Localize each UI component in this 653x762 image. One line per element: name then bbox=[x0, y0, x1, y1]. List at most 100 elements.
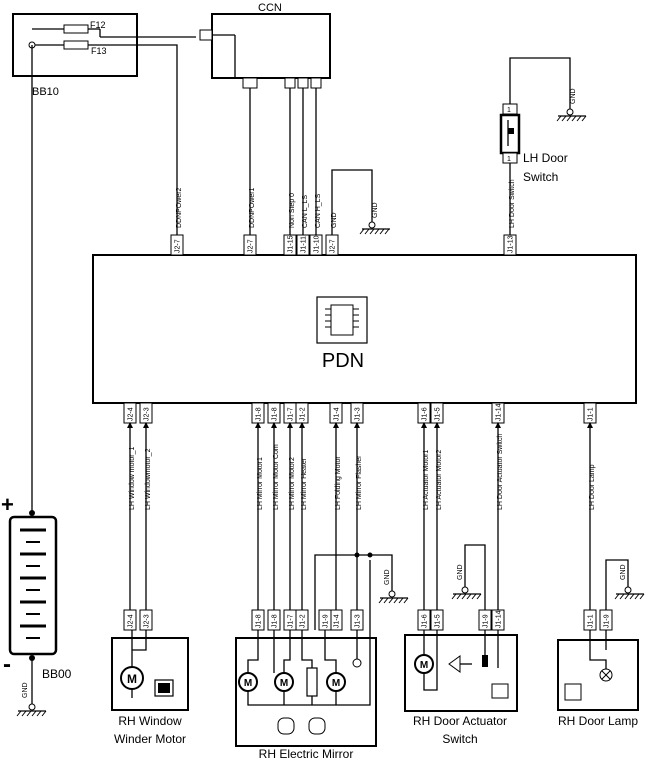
component-pin: J2-3 bbox=[139, 609, 153, 631]
svg-text:GND: GND bbox=[620, 564, 627, 580]
svg-text:GND: GND bbox=[384, 569, 391, 585]
rh-window-winder-motor: M RH Window Winder Motor bbox=[111, 630, 189, 746]
pdn-bottom-pin: J2-3 bbox=[139, 402, 153, 424]
svg-text:J1-3: J1-3 bbox=[355, 614, 362, 628]
svg-text:J1-5: J1-5 bbox=[435, 614, 442, 628]
svg-text:J2-7: J2-7 bbox=[248, 239, 255, 253]
svg-text:J1-5: J1-5 bbox=[435, 407, 442, 421]
component-pin: J1-2 bbox=[295, 609, 309, 631]
bottom-wire-label: LH Actuator Motor1 bbox=[423, 450, 430, 510]
bottom-wire-label: LH Actuator Motor2 bbox=[436, 450, 443, 510]
rh-actuator-label-2: Switch bbox=[442, 732, 477, 746]
pdn-bottom-connectors: J2-4 LH Window motor_1 J2-3 LH Windowmotor_… bbox=[123, 402, 597, 610]
svg-text:J1-10: J1-10 bbox=[314, 235, 321, 253]
svg-text:J2-4: J2-4 bbox=[128, 614, 135, 628]
component-pin: J1-5 bbox=[430, 609, 444, 631]
top-wire-label: CAN H_LS bbox=[315, 193, 322, 228]
pdn-top-pin: J2-7 bbox=[325, 234, 339, 256]
pdn-top-pin: J2-7 bbox=[170, 234, 184, 256]
component-pin: J1-8 bbox=[267, 609, 281, 631]
svg-text:GND: GND bbox=[457, 564, 464, 580]
pdn-top-pin: J1-15 bbox=[283, 234, 297, 256]
svg-text:J1-14: J1-14 bbox=[496, 610, 503, 628]
svg-text:GND: GND bbox=[570, 88, 577, 104]
pdn-module: PDN bbox=[92, 254, 637, 404]
pdn-top-pin: J1-11 bbox=[296, 234, 310, 256]
svg-text:J1-8: J1-8 bbox=[256, 407, 263, 421]
pdn-bottom-pin: J1-5 bbox=[430, 402, 444, 424]
svg-text:J2-7: J2-7 bbox=[175, 239, 182, 253]
fuse-f13 bbox=[63, 40, 89, 50]
pdn-bottom-pin: J1-6 bbox=[417, 402, 431, 424]
car-door-icon bbox=[491, 683, 509, 699]
svg-text:GND: GND bbox=[372, 202, 379, 218]
svg-text:J2-4: J2-4 bbox=[128, 407, 135, 421]
battery-plus: + bbox=[1, 492, 14, 517]
rh-door-lamp: RH Door Lamp bbox=[557, 630, 639, 728]
bottom-wire-label: LH Folding Motor bbox=[335, 456, 342, 510]
rh-lamp-label: RH Door Lamp bbox=[558, 714, 638, 728]
component-pin: J1-8 bbox=[251, 609, 265, 631]
rh-actuator-label-1: RH Door Actuator bbox=[413, 714, 507, 728]
bottom-wire-label: LH Window motor_1 bbox=[129, 446, 136, 510]
svg-text:M: M bbox=[127, 672, 137, 686]
svg-text:J2-3: J2-3 bbox=[144, 614, 151, 628]
bottom-wire-label: LH Mirror Motor1 bbox=[257, 457, 264, 510]
svg-text:1: 1 bbox=[507, 107, 511, 114]
svg-text:J1-7: J1-7 bbox=[288, 407, 295, 421]
lh-door-switch-label-1: LH Door bbox=[523, 151, 568, 165]
rh-mirror-label: RH Electric Mirror bbox=[259, 747, 354, 761]
lh-door-switch: 1 1 LH Door Switch GND bbox=[499, 57, 587, 235]
component-pin-lamp-j19: J1-9 bbox=[599, 609, 613, 631]
svg-text:M: M bbox=[420, 660, 428, 671]
svg-text:J1-8: J1-8 bbox=[256, 614, 263, 628]
pdn-top-pin: J1-13 bbox=[503, 234, 517, 256]
top-wire-label: DDNPOwer2 bbox=[176, 187, 183, 228]
svg-text:1: 1 bbox=[507, 156, 511, 163]
svg-text:J1-3: J1-3 bbox=[355, 407, 362, 421]
fuse-f13-label: F13 bbox=[91, 46, 107, 56]
component-pin: J1-1 bbox=[583, 609, 597, 631]
svg-text:J2-7: J2-7 bbox=[330, 239, 337, 253]
rh-door-actuator-switch: M RH Door Actuator Switch bbox=[404, 630, 518, 746]
svg-text:J1-6: J1-6 bbox=[422, 407, 429, 421]
pdn-bottom-pin: J1-8 bbox=[251, 402, 265, 424]
heater-element bbox=[306, 667, 318, 697]
pdn-bottom-pin: J1-3 bbox=[350, 402, 364, 424]
top-wire-label: LH Door Switch bbox=[509, 179, 516, 228]
svg-text:J1-9: J1-9 bbox=[323, 614, 330, 628]
gnd-lamp: GND bbox=[614, 564, 645, 600]
pdn-bottom-pin: J1-14 bbox=[491, 402, 505, 424]
pdn-top-pin: J1-10 bbox=[309, 234, 323, 256]
component-pin-actuator-j19: J1-9 bbox=[478, 609, 492, 631]
svg-text:J1-2: J1-2 bbox=[300, 407, 307, 421]
rh-electric-mirror: M M M RH Electric Mirror bbox=[235, 560, 377, 761]
bottom-wire-label: LH Mirror Motor Com bbox=[273, 444, 280, 510]
svg-text:J1-4: J1-4 bbox=[334, 614, 341, 628]
pdn-bottom-pin: J1-2 bbox=[295, 402, 309, 424]
component-pin: J1-3 bbox=[350, 609, 364, 631]
lh-door-switch-label-2: Switch bbox=[523, 170, 558, 184]
pdn-bottom-pin: J2-4 bbox=[123, 402, 137, 424]
flasher-lamp bbox=[352, 658, 362, 668]
mirror-icon bbox=[277, 717, 295, 735]
component-pin: J1-14 bbox=[491, 609, 505, 631]
pdn-bottom-pin: J1-4 bbox=[329, 402, 343, 424]
car-door-lamp-icon bbox=[564, 683, 582, 701]
top-wire-label: GND bbox=[331, 212, 338, 228]
svg-text:J1-11: J1-11 bbox=[301, 236, 308, 253]
fuse-f12-label: F12 bbox=[90, 20, 106, 30]
svg-text:J1-15: J1-15 bbox=[288, 235, 295, 253]
svg-text:J1-9: J1-9 bbox=[483, 614, 490, 628]
pdn-top-pin: J2-7 bbox=[243, 234, 257, 256]
svg-text:GND: GND bbox=[22, 682, 29, 698]
component-pin: J1-6 bbox=[417, 609, 431, 631]
bottom-wire-label: LH Windowmotor_2 bbox=[145, 448, 152, 510]
component-pin: J1-4 bbox=[329, 609, 343, 631]
bb10-label: BB10 bbox=[32, 86, 59, 98]
component-pin: J2-4 bbox=[123, 609, 137, 631]
top-wire-label: Non Step 0 bbox=[289, 193, 296, 228]
bottom-wire-label: LH Door Lamp bbox=[589, 464, 596, 510]
